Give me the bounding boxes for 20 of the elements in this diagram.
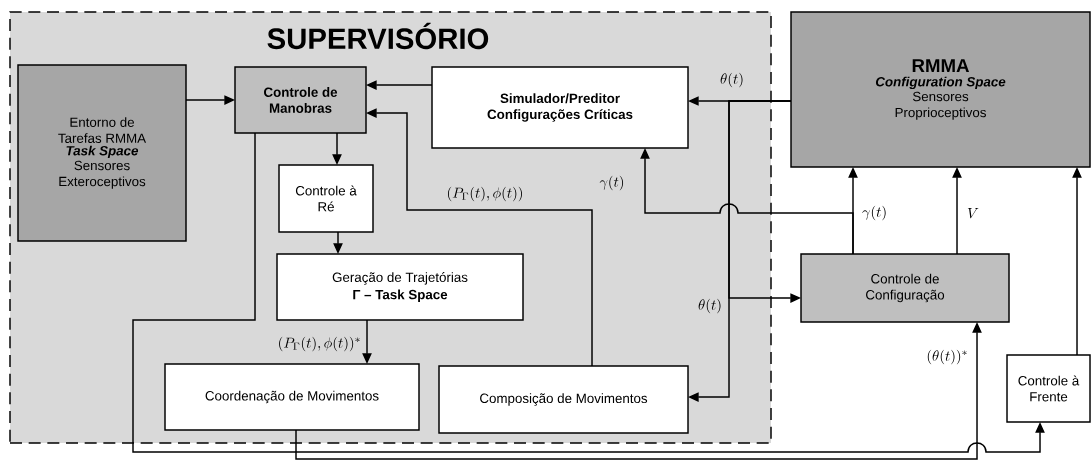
process-box: Controle de Manobras (234, 66, 367, 134)
process-box: Composição de Movimentos (438, 365, 689, 434)
edge-label: $(P_\Gamma(t),\phi(t))^*$ (279, 336, 360, 352)
process-box: Entorno de Tarefas RMMA Task Space Sensores Exteroceptivos (17, 64, 187, 242)
process-box: Controle de Configuração (800, 253, 1010, 323)
arrow (132, 132, 1045, 453)
process-box: Simulador/Preditor Configurações Críticas (431, 66, 689, 149)
edge-label: $\theta(t)$ (698, 298, 721, 314)
edge-label: $V$ (967, 208, 979, 219)
process-box: Geração de Trajetórias Γ – Task Space (276, 253, 524, 321)
edge-label: $\gamma(t)$ (599, 175, 624, 191)
edge-label: $\gamma(t)$ (862, 205, 886, 221)
region-title: SUPERVISÓRIO (267, 22, 489, 50)
edge-label: $(P_\Gamma(t),\phi(t))$ (448, 186, 522, 202)
process-box: RMMA Configuration Space Sensores Proprioceptivos (790, 11, 1091, 168)
edge-label: $\theta(t)$ (720, 72, 743, 88)
process-box: Controle à Frente (1006, 354, 1091, 423)
edge-label: $(\theta(t))^*$ (927, 349, 967, 365)
process-box: Coordenação de Movimentos (164, 363, 420, 431)
process-box: Controle à Ré (278, 164, 374, 233)
